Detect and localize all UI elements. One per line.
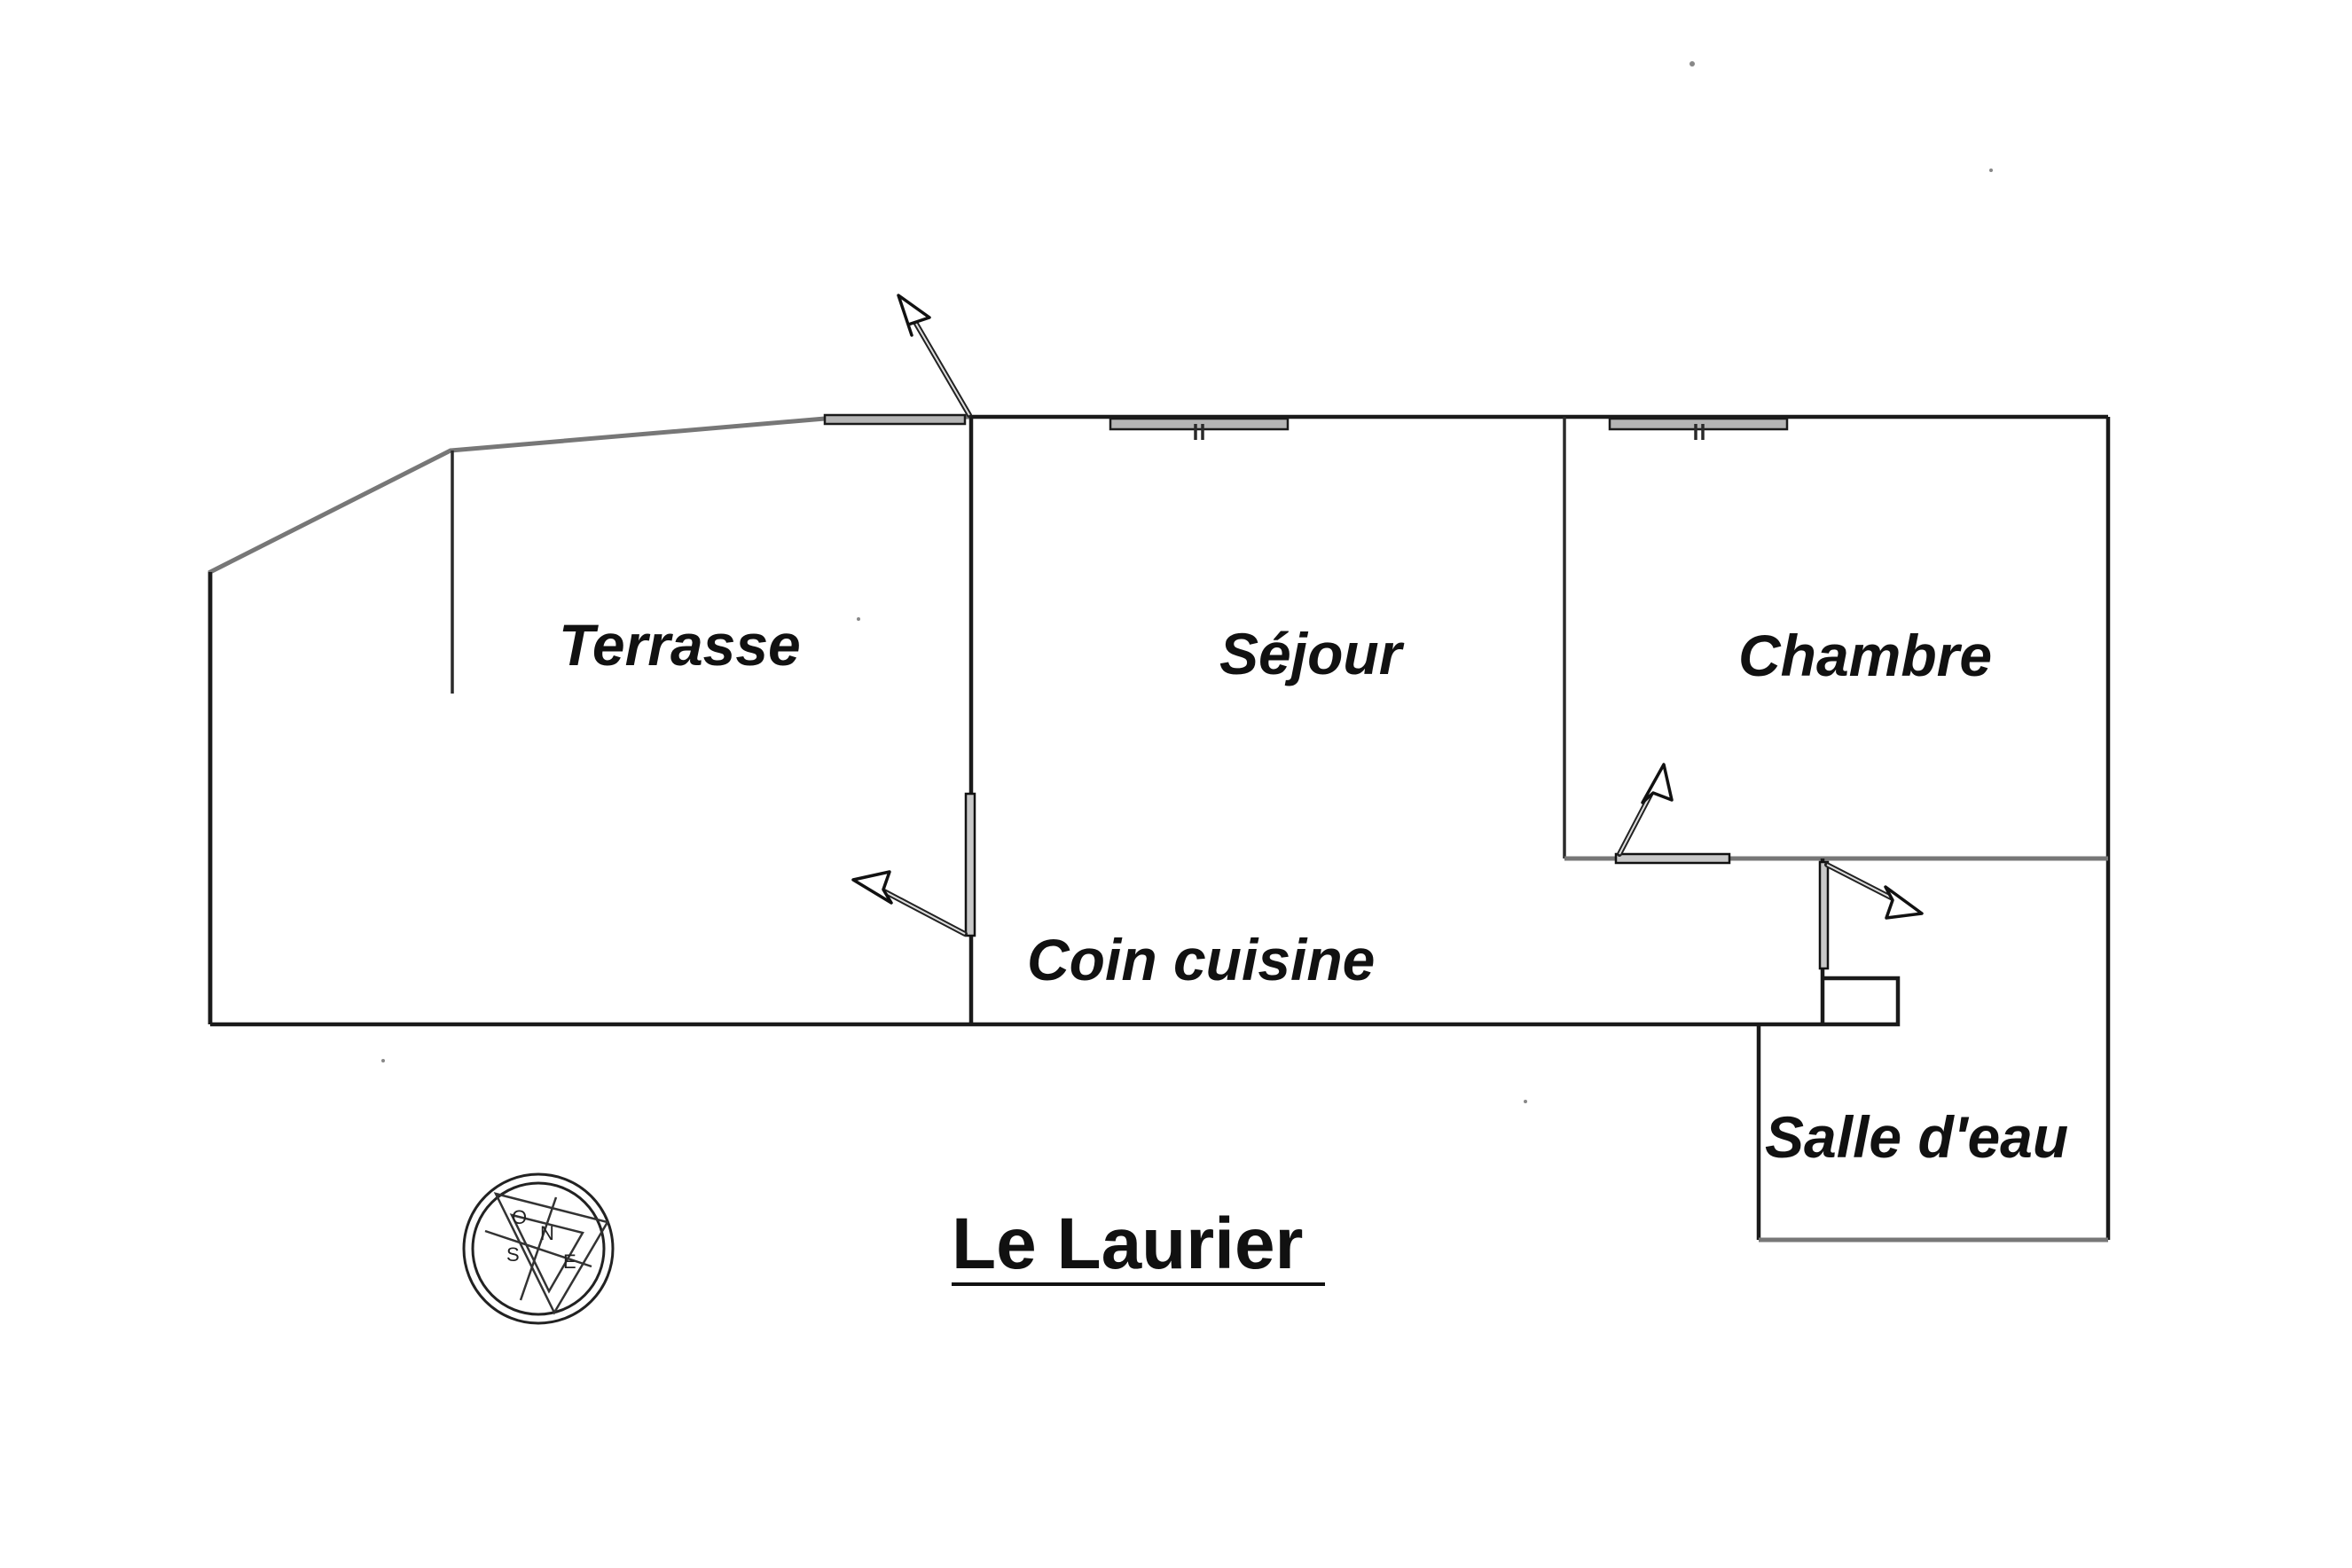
door-chambre [1614, 852, 1731, 865]
doors [964, 792, 1830, 970]
compass-letter-e: E [563, 1250, 576, 1273]
room-label-chambre: Chambre [1738, 623, 1992, 688]
apartment-walls [210, 414, 2111, 1243]
compass-rose-icon: N O E S [462, 1172, 615, 1325]
terrasse-walls [208, 414, 972, 1024]
windows [823, 413, 1789, 440]
arrow-salle-deau-icon [1824, 862, 1924, 920]
room-label-sejour: Séjour [1219, 621, 1405, 686]
room-label-terrasse: Terrasse [559, 612, 801, 678]
arrow-terrasse-icon [851, 870, 968, 937]
plan-title: Le Laurier [952, 1203, 1303, 1284]
door-salle-deau [1818, 860, 1830, 970]
window-chambre [1608, 417, 1789, 431]
compass-letter-s: S [506, 1243, 520, 1266]
scan-specks [381, 61, 1993, 1103]
window-sejour [1109, 417, 1290, 431]
window-terrasse [823, 413, 967, 426]
door-terrasse-sejour [964, 792, 976, 937]
room-label-salle-deau: Salle d'eau [1765, 1104, 2068, 1170]
arrow-top-terrasse-icon [897, 294, 972, 418]
room-label-coin-cuisine: Coin cuisine [1027, 927, 1375, 992]
compass-letter-n: N [540, 1222, 554, 1244]
arrow-chambre-icon [1617, 763, 1674, 857]
compass-letter-o: O [512, 1206, 527, 1228]
